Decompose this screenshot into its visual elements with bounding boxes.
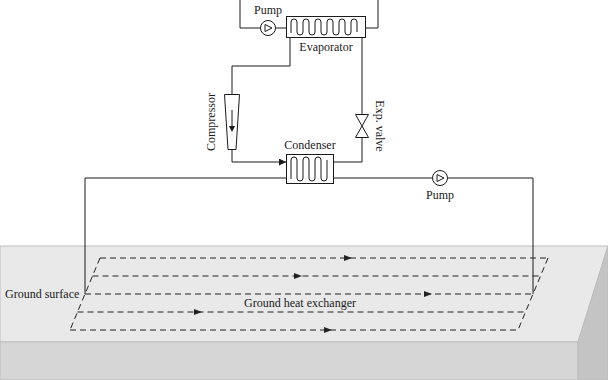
flow-arrow [324,327,332,333]
compressor-body [225,95,240,150]
pump-circle [260,21,275,36]
exchanger-box [287,155,334,184]
refrigerant-pipe [232,150,286,162]
component-label: Evaporator [299,40,352,54]
refrigerant-pipe [362,38,363,114]
comp-symbol [224,94,240,150]
loop-row [70,330,518,331]
flow-arrow [294,273,302,279]
valve-node: Exp. valve [352,96,388,156]
exchanger-box [287,17,366,38]
loop-row [93,276,541,277]
flow-arrow [194,309,202,315]
pipe [448,178,533,294]
heat-exchanger-loops [70,258,548,330]
compressor-arrowhead [229,126,235,132]
ground-side-face [578,246,608,380]
pump-node: Pump [424,170,456,204]
refrigerant-pipe [232,38,290,94]
loop-row [78,312,526,313]
refrigerant-pipe [334,178,432,179]
pump-triangle [265,25,272,32]
pump-circle [432,171,447,186]
pipe [366,0,378,28]
refrigerant-pipe [334,138,362,162]
rotated-label: Compressor [204,93,218,151]
loop-row [85,294,533,295]
flow-arrow [344,255,352,261]
rotated-label: Exp. valve [373,100,387,151]
coil-symbol [286,154,334,184]
valve-body [356,115,369,138]
component-label: Pump [426,188,454,202]
pump-symbol [260,20,276,36]
ground-top-face [0,246,608,342]
pump-symbol [432,170,448,186]
loop-row [100,258,548,259]
coil-symbol [286,16,366,38]
pump-triangle [437,175,444,182]
compressor-node: Compressor [200,89,244,155]
pump-node: Pump [252,3,284,37]
open-pipes [85,0,533,294]
flow-arrows [194,255,432,333]
pipe [85,178,286,294]
flow-arrow [424,291,432,297]
valve-symbol [355,114,369,138]
condenser-node: Condenser [280,138,340,184]
compressor-arrow [232,110,233,127]
exchanger-coil [291,157,327,181]
component-label: Pump [254,3,282,17]
evaporator-node: Evaporator [286,16,366,56]
component-label: Condenser [284,138,335,152]
refrigerant-pipe [276,28,286,29]
exchanger-coil [291,19,357,35]
ground-front-face [0,342,578,380]
ground-label: Ground surface [3,287,81,301]
ground-label: Ground heat exchanger [242,296,358,310]
